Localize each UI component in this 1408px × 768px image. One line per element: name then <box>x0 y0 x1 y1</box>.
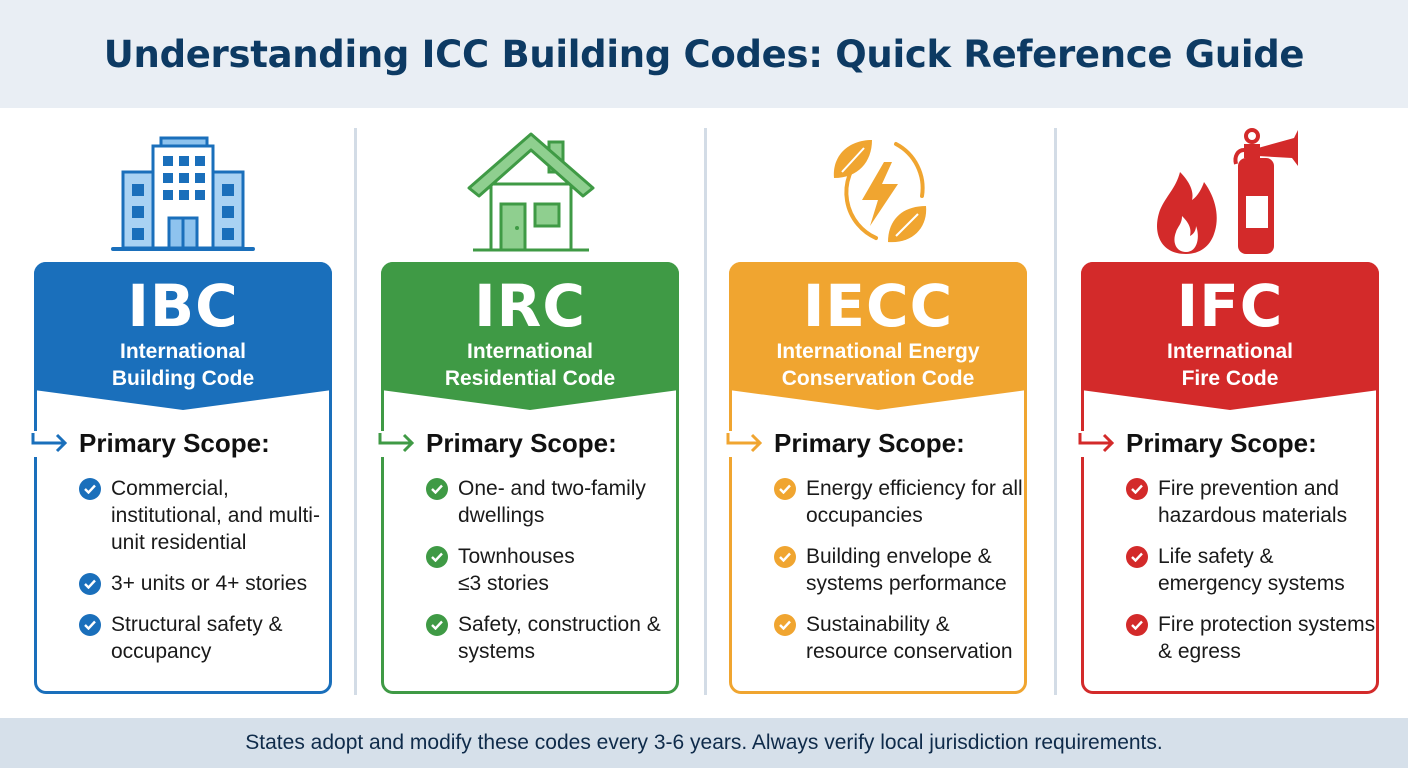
code-abbreviation: IBC <box>127 272 239 340</box>
list-item: One- and two-family dwellings <box>426 475 676 529</box>
scope-list: Fire prevention and hazardous materials … <box>1126 475 1376 679</box>
item-text: Life safety & emergency systems <box>1158 545 1345 595</box>
item-text: Fire prevention and hazardous materials <box>1158 477 1348 527</box>
code-name-line1: International <box>466 340 593 363</box>
code-full-name: International Residential Code <box>381 338 679 392</box>
code-card: IFC International Fire Code Primary Scop… <box>1078 262 1379 694</box>
code-name-line2: Building Code <box>111 367 255 390</box>
arrow-right-icon <box>378 433 415 453</box>
card-header: IFC International Fire Code <box>1081 262 1379 410</box>
scope-title: Primary Scope: <box>426 428 617 458</box>
list-item: Energy efficiency for all occupancies <box>774 475 1024 529</box>
list-item: Fire protection systems & egress <box>1126 611 1376 665</box>
code-abbreviation: IRC <box>474 272 586 340</box>
card-header: IECC International Energy Conservation C… <box>729 262 1027 410</box>
arrow-right-icon <box>31 433 68 453</box>
item-text: Commercial, institutional, and multi-uni… <box>111 477 320 554</box>
code-name-line1: International <box>119 340 246 363</box>
column-divider <box>704 128 707 695</box>
check-circle-icon <box>426 614 448 636</box>
scope-list: Energy efficiency for all occupancies Bu… <box>774 475 1024 679</box>
check-circle-icon <box>426 546 448 568</box>
card-header: IBC International Building Code <box>34 262 332 410</box>
check-circle-icon <box>774 614 796 636</box>
item-text: One- and two-family dwellings <box>458 477 646 527</box>
fire-extinguisher-icon <box>1081 126 1381 266</box>
check-circle-icon <box>1126 614 1148 636</box>
list-item: 3+ units or 4+ stories <box>79 570 329 597</box>
check-circle-icon <box>774 478 796 500</box>
code-name-line1: International Energy <box>776 340 980 363</box>
code-name-line2: Residential Code <box>444 367 616 390</box>
list-item: Commercial, institutional, and multi-uni… <box>79 475 329 556</box>
code-card: IECC International Energy Conservation C… <box>726 262 1027 694</box>
page-title: Understanding ICC Building Codes: Quick … <box>103 32 1305 76</box>
code-card: IBC International Building Code Primary … <box>31 262 332 694</box>
code-abbreviation: IECC <box>802 272 954 340</box>
code-column-iecc: IECC International Energy Conservation C… <box>726 108 1079 718</box>
header-banner <box>0 0 1408 108</box>
code-full-name: International Fire Code <box>1081 338 1379 392</box>
list-item: Structural safety & occupancy <box>79 611 329 665</box>
code-abbreviation: IFC <box>1176 272 1284 340</box>
list-item: Safety, construction & systems <box>426 611 676 665</box>
code-column-irc: IRC International Residential Code Prima… <box>378 108 731 718</box>
check-circle-icon <box>1126 546 1148 568</box>
code-full-name: International Energy Conservation Code <box>729 338 1027 392</box>
list-item: Life safety & emergency systems <box>1126 543 1376 597</box>
item-text: Structural safety & occupancy <box>111 613 283 663</box>
check-circle-icon <box>79 478 101 500</box>
code-full-name: International Building Code <box>34 338 332 392</box>
list-item: Sustainability & resource conservation <box>774 611 1024 665</box>
scope-list: Commercial, institutional, and multi-uni… <box>79 475 329 679</box>
column-divider <box>1054 128 1057 695</box>
card-header: IRC International Residential Code <box>381 262 679 410</box>
check-circle-icon <box>426 478 448 500</box>
check-circle-icon <box>79 573 101 595</box>
code-card: IRC International Residential Code Prima… <box>378 262 679 694</box>
item-text: Townhouses ≤3 stories <box>458 545 575 595</box>
code-column-ifc: IFC International Fire Code Primary Scop… <box>1078 108 1408 718</box>
item-text: Safety, construction & systems <box>458 613 661 663</box>
check-circle-icon <box>1126 478 1148 500</box>
code-name-line2: Conservation Code <box>781 367 975 390</box>
code-column-ibc: IBC International Building Code Primary … <box>31 108 384 718</box>
scope-list: One- and two-family dwellings Townhouses… <box>426 475 676 679</box>
list-item: Fire prevention and hazardous materials <box>1126 475 1376 529</box>
energy-leaf-cycle-icon <box>729 126 1029 266</box>
item-text: Energy efficiency for all occupancies <box>806 477 1023 527</box>
item-text: Building envelope & systems performance <box>806 545 1007 595</box>
item-text: Sustainability & resource conservation <box>806 613 1013 663</box>
scope-title: Primary Scope: <box>1126 428 1317 458</box>
footer-note: States adopt and modify these codes ever… <box>0 718 1408 768</box>
check-circle-icon <box>79 614 101 636</box>
check-circle-icon <box>774 546 796 568</box>
code-name-line1: International <box>1166 340 1293 363</box>
list-item: Building envelope & systems performance <box>774 543 1024 597</box>
list-item: Townhouses ≤3 stories <box>426 543 676 597</box>
office-building-icon <box>0 126 366 266</box>
column-divider <box>354 128 357 695</box>
scope-title: Primary Scope: <box>79 428 270 458</box>
arrow-right-icon <box>726 433 763 453</box>
item-text: 3+ units or 4+ stories <box>111 572 308 595</box>
scope-title: Primary Scope: <box>774 428 965 458</box>
code-name-line2: Fire Code <box>1181 367 1279 390</box>
item-text: Fire protection systems & egress <box>1158 613 1376 663</box>
house-icon <box>381 126 681 266</box>
arrow-right-icon <box>1078 433 1115 453</box>
